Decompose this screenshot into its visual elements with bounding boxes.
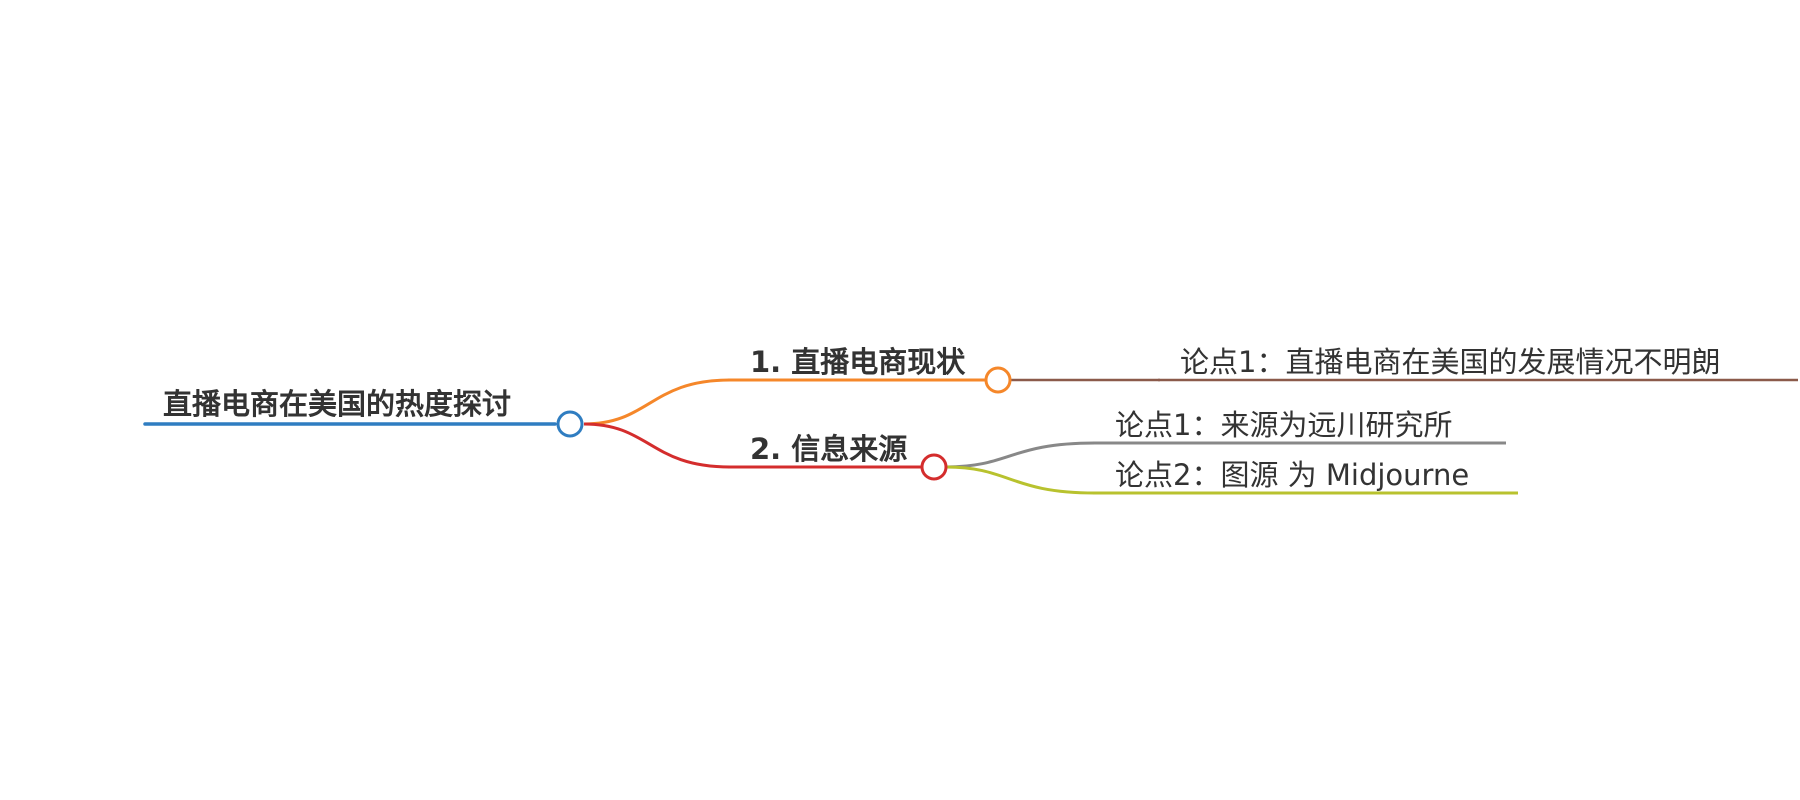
connector-root-to-branch-2 (583, 422, 731, 469)
root-label: 直播电商在美国的热度探讨 (163, 387, 511, 421)
branch-1-collapse-circle-icon[interactable] (984, 366, 1012, 394)
connector-branch-2-to-leaf-1 (945, 441, 1096, 469)
branch-2-collapse-circle-icon[interactable] (920, 453, 948, 481)
leaf-2-1-label: 论点1：来源为远川研究所 (1115, 408, 1452, 442)
leaf-node-2-2[interactable]: 论点2：图源 为 Midjourne (1093, 458, 1518, 495)
root-collapse-circle-icon[interactable] (556, 410, 584, 438)
branch-1-label: 1. 直播电商现状 (750, 345, 966, 379)
branch-node-1[interactable]: 1. 直播电商现状 (728, 345, 986, 382)
root-node[interactable]: 直播电商在美国的热度探讨 (143, 387, 557, 426)
leaf-node-2-1[interactable]: 论点1：来源为远川研究所 (1093, 408, 1506, 445)
leaf-1-1-label: 论点1：直播电商在美国的发展情况不明朗 (1180, 345, 1720, 379)
connector-root-to-branch-1 (583, 378, 731, 426)
leaf-2-2-label: 论点2：图源 为 Midjourne (1115, 458, 1469, 492)
branch-node-2[interactable]: 2. 信息来源 (728, 432, 922, 469)
leaf-node-1-1[interactable]: 论点1：直播电商在美国的发展情况不明朗 (1158, 345, 1798, 382)
branch-2-label: 2. 信息来源 (750, 432, 907, 466)
connector-branch-2-to-leaf-2 (945, 465, 1096, 495)
